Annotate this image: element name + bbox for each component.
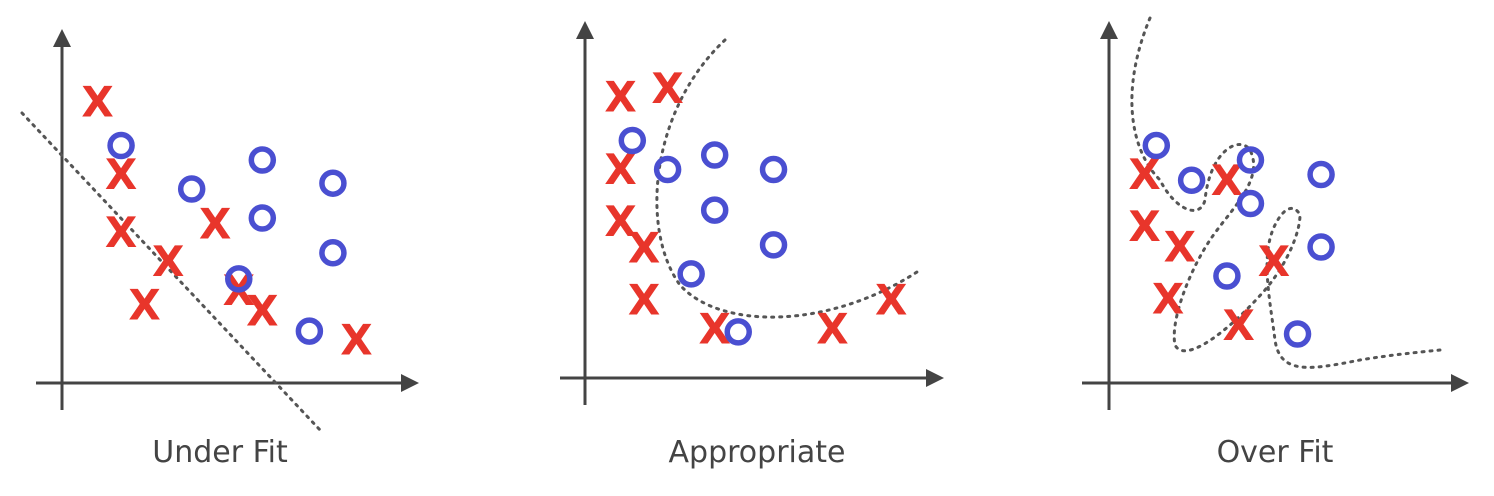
o-marker (724, 318, 752, 346)
x-marker: X (604, 197, 636, 246)
decision-boundary (1130, 16, 1442, 369)
x-marker: X (1164, 223, 1196, 272)
o-marker (1142, 131, 1171, 160)
x-marker: X (1152, 275, 1184, 324)
x-marker: X (1258, 237, 1290, 286)
x-marker: X (1222, 301, 1254, 350)
x-marker: X (340, 315, 372, 364)
o-marker (225, 265, 253, 293)
o-marker (653, 155, 682, 184)
x-marker: X (199, 199, 231, 248)
o-marker (759, 231, 788, 259)
x-marker: X (1128, 202, 1160, 251)
x-marker: X (246, 286, 278, 335)
x-marker: X (628, 276, 660, 325)
decision-boundary (20, 111, 322, 432)
x-marker: X (81, 78, 113, 127)
o-marker (1177, 166, 1206, 195)
x-marker: X (604, 73, 636, 122)
panel-caption: Under Fit (152, 435, 288, 470)
o-marker (1307, 160, 1335, 189)
o-marker (1213, 262, 1241, 290)
x-marker: X (152, 237, 184, 286)
x-marker: X (875, 276, 907, 325)
o-marker (107, 131, 135, 160)
x-marker: X (816, 305, 848, 354)
o-marker (618, 126, 647, 155)
o-marker (700, 196, 729, 224)
o-marker (248, 146, 277, 174)
o-marker (319, 239, 347, 267)
o-marker (248, 204, 277, 232)
o-marker (759, 155, 788, 184)
o-marker (700, 141, 729, 169)
o-marker (319, 169, 347, 197)
x-marker: X (128, 281, 160, 330)
decision-boundary (655, 38, 922, 319)
o-marker (1307, 233, 1335, 261)
x-marker: X (105, 208, 137, 257)
o-marker (1283, 320, 1312, 348)
x-marker: X (651, 64, 683, 113)
x-marker: X (628, 223, 660, 272)
o-marker (1236, 189, 1265, 218)
o-marker (177, 175, 206, 203)
o-marker (1236, 146, 1265, 174)
o-marker (295, 317, 324, 345)
panel-caption: Appropriate (669, 435, 846, 470)
o-marker (677, 260, 705, 288)
panel-caption: Over Fit (1217, 435, 1334, 470)
